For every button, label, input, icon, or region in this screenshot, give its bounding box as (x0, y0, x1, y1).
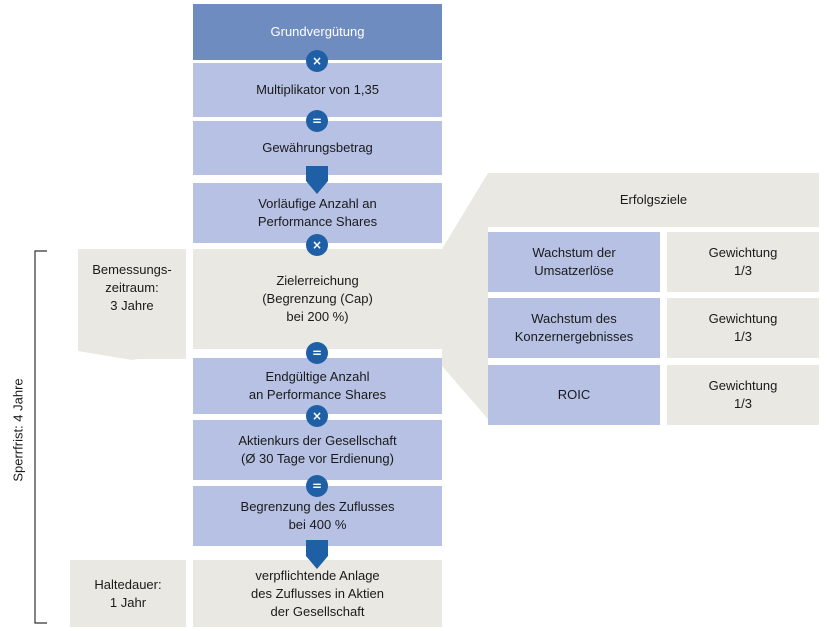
multiply-icon: × (306, 50, 328, 72)
label-haltedauer: Haltedauer: 1 Jahr (70, 560, 186, 627)
multiply-icon: × (306, 405, 328, 427)
arrow-down-icon (306, 166, 328, 194)
gewichtung-umsatzerloese: Gewichtung 1/3 (667, 232, 819, 292)
ziel-roic: ROIC (488, 365, 660, 425)
box-zielerreichung: Zielerreichung (Begrenzung (Cap) bei 200… (193, 249, 442, 349)
box-endgueltige-anzahl: Endgültige Anzahl an Performance Shares (193, 358, 442, 414)
ziel-konzernergebnis: Wachstum des Konzernergebnisses (488, 298, 660, 358)
equals-icon: = (306, 475, 328, 497)
erfolgsziele-funnel (442, 173, 488, 419)
box-anlage: verpflichtende Anlage des Zuflusses in A… (193, 560, 442, 627)
sperrfrist-bracket (34, 250, 47, 624)
gewichtung-konzernergebnis: Gewichtung 1/3 (667, 298, 819, 358)
label-bemessungszeitraum: Bemessungs- zeitraum: 3 Jahre (78, 249, 186, 326)
multiply-icon: × (306, 234, 328, 256)
ziel-umsatzerloese: Wachstum der Umsatzerlöse (488, 232, 660, 292)
equals-icon: = (306, 110, 328, 132)
erfolgsziele-title: Erfolgsziele (488, 173, 819, 227)
gewichtung-roic: Gewichtung 1/3 (667, 365, 819, 425)
box-aktienkurs: Aktienkurs der Gesellschaft (Ø 30 Tage v… (193, 420, 442, 480)
box-multiplikator: Multiplikator von 1,35 (193, 63, 442, 117)
arrow-down-icon-2 (306, 540, 328, 569)
equals-icon: = (306, 342, 328, 364)
